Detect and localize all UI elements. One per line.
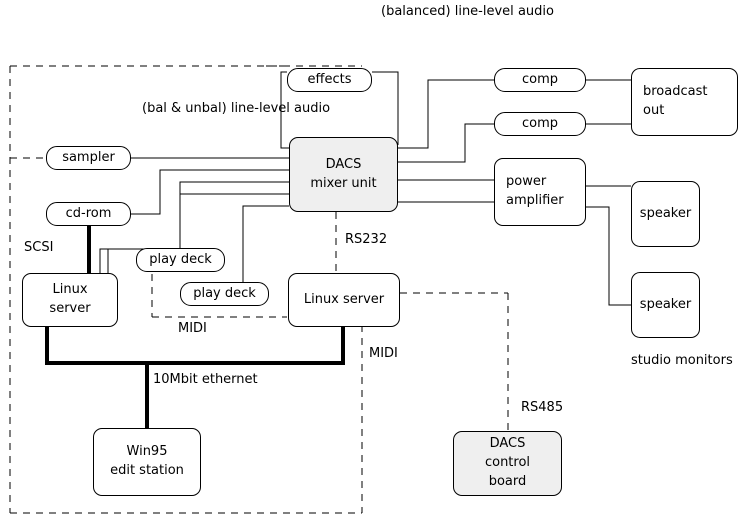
node-speaker-top-label: speaker (639, 205, 692, 221)
node-broadcast-out[interactable]: broadcast out (631, 68, 738, 136)
node-sampler-label: sampler (62, 149, 115, 165)
node-cd-rom-label: cd-rom (65, 205, 112, 221)
node-play-deck-2[interactable]: play deck (180, 282, 269, 306)
node-linux-server-right-line1: Linux server (303, 291, 385, 307)
node-cd-rom[interactable]: cd-rom (46, 202, 131, 226)
caption-midi-outer-text: MIDI (369, 346, 398, 361)
caption-bal-unbal-line3: audio (294, 101, 331, 116)
node-comp-bottom[interactable]: comp (494, 112, 586, 136)
caption-bal-unbal-line-level-audio: (bal & unbal) line-level audio (142, 99, 330, 119)
node-speaker-top[interactable]: speaker (631, 181, 700, 247)
node-speaker-bottom[interactable]: speaker (631, 272, 700, 338)
node-win95-line1: Win95 (126, 444, 168, 460)
caption-rs485: RS485 (521, 398, 563, 418)
node-power-amplifier-line1: power (506, 174, 547, 190)
caption-rs232: RS232 (345, 230, 387, 250)
node-comp-bottom-label: comp (521, 115, 559, 131)
caption-scsi: SCSI (24, 238, 53, 258)
caption-balanced-line2: line-level (454, 4, 514, 19)
node-effects[interactable]: effects (287, 68, 372, 92)
node-speaker-bottom-label: speaker (639, 296, 692, 312)
node-linux-server-left-line2: server (49, 301, 91, 316)
midi-inner-boundary (151, 274, 287, 318)
caption-scsi-text: SCSI (24, 240, 54, 255)
ethernet-bus (45, 326, 345, 429)
node-dacs-mixer-line1: DACS (325, 156, 362, 172)
node-power-amplifier[interactable]: power amplifier (494, 158, 586, 226)
caption-balanced-line-level-audio: (balanced) line-level audio (381, 2, 554, 22)
caption-rs485-text: RS485 (521, 400, 564, 415)
node-play-deck-1-label: play deck (149, 251, 212, 267)
caption-balanced-line3: audio (517, 4, 554, 19)
caption-midi-outer: MIDI (369, 344, 398, 364)
node-dacs-mixer-unit[interactable]: DACS mixer unit (289, 137, 398, 212)
node-comp-top[interactable]: comp (494, 68, 586, 92)
node-effects-label: effects (307, 71, 352, 87)
node-linux-server-right[interactable]: Linux server (288, 273, 400, 327)
node-win95-edit-station[interactable]: Win95 edit station (93, 428, 201, 496)
node-play-deck-1[interactable]: play deck (136, 248, 225, 272)
node-power-amplifier-line2: amplifier (506, 193, 564, 208)
node-play-deck-2-label: play deck (193, 285, 256, 301)
caption-studio-monitors: studio monitors (631, 351, 733, 371)
caption-ethernet: 10Mbit ethernet (153, 370, 258, 390)
node-linux-server-left[interactable]: Linux server (22, 273, 118, 327)
node-dacs-mixer-line2: mixer unit (310, 175, 377, 191)
caption-bal-unbal-line1: (bal & unbal) (142, 101, 227, 116)
node-linux-server-left-line1: Linux (52, 282, 88, 298)
midi-outer-boundary (9, 65, 363, 514)
node-dacs-control-line3: board (488, 473, 527, 489)
caption-balanced-line1: (balanced) (381, 4, 451, 19)
caption-rs232-text: RS232 (345, 232, 388, 247)
caption-studio-monitors-line1: studio (631, 353, 671, 368)
caption-studio-monitors-line2: monitors (675, 353, 733, 368)
node-win95-line2: edit station (110, 463, 184, 478)
node-broadcast-out-line2: out (643, 103, 665, 118)
node-dacs-control-line2: control (484, 455, 531, 471)
node-sampler[interactable]: sampler (46, 146, 131, 170)
node-broadcast-out-line1: broadcast (643, 84, 708, 100)
caption-ethernet-text: 10Mbit ethernet (153, 372, 258, 387)
node-dacs-control-board[interactable]: DACS control board (453, 431, 562, 496)
caption-bal-unbal-line2: line-level (230, 101, 290, 116)
node-dacs-control-line1: DACS (489, 436, 526, 452)
caption-midi-inner-text: MIDI (178, 321, 207, 336)
caption-midi-inner: MIDI (178, 319, 207, 339)
node-comp-top-label: comp (521, 71, 559, 87)
